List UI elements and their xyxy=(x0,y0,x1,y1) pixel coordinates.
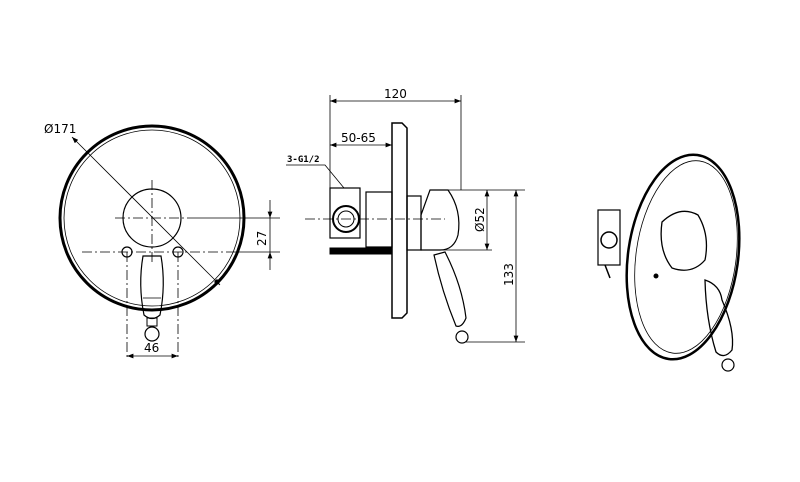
valve-body xyxy=(365,191,393,248)
perspective-knob xyxy=(660,210,708,271)
perspective-plate xyxy=(625,153,741,361)
perspective-view xyxy=(597,153,741,372)
side-knob xyxy=(420,189,460,251)
perspective-handle xyxy=(704,279,734,357)
front-diameter-label: Ø171 xyxy=(44,122,76,136)
diameter-line xyxy=(71,136,221,286)
centerlines xyxy=(82,180,240,360)
fitting-box xyxy=(329,187,361,239)
connection-label: 3-G1/2 xyxy=(287,155,320,165)
side-view xyxy=(286,95,525,344)
depth-label: 120 xyxy=(384,87,407,101)
perspective-valve-body xyxy=(597,209,621,266)
front-view xyxy=(58,124,280,360)
install-depth-label: 50-65 xyxy=(341,131,376,145)
front-spacing-label: 46 xyxy=(144,341,159,355)
side-handle xyxy=(433,251,467,327)
handle-ball xyxy=(144,326,160,342)
knob-diameter-label: Ø52 xyxy=(473,207,487,232)
side-plate xyxy=(391,122,408,319)
height-label: 133 xyxy=(502,263,516,286)
side-handle-ball xyxy=(455,330,469,344)
front-offset-label: 27 xyxy=(255,231,269,246)
mounting-bar xyxy=(329,247,393,255)
